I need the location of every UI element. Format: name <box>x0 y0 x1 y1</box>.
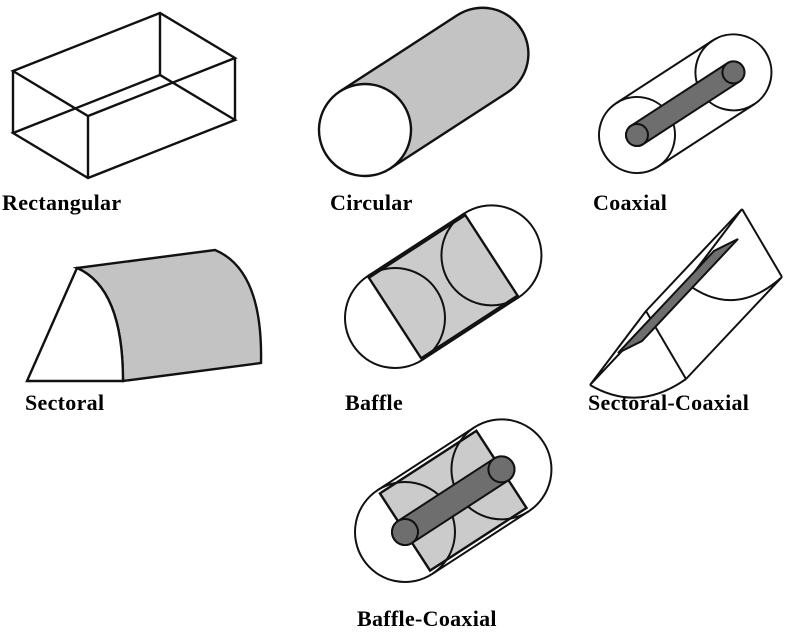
label-sectoral-coaxial: Sectoral-Coaxial <box>588 390 750 415</box>
label-circular: Circular <box>330 190 413 215</box>
inner-rod-far-end <box>721 60 746 85</box>
baffle-plate <box>367 213 520 360</box>
inner-rod-near-end <box>391 518 419 546</box>
baffle-coaxial-waveguide-figure <box>354 418 553 583</box>
sectoral-coaxial-waveguide-figure <box>589 208 783 399</box>
outer-cylinder-walls <box>367 212 520 361</box>
outer-cylinder-near-face <box>344 267 446 369</box>
outer-cylinder-far-face <box>440 204 543 307</box>
label-baffle: Baffle <box>345 390 404 415</box>
wedge-wireframe <box>589 208 783 399</box>
sectoral-waveguide-figure <box>25 248 263 383</box>
circular-waveguide-figure <box>317 6 530 178</box>
label-rectangular: Rectangular <box>2 190 122 215</box>
outer-cylinder-walls <box>615 39 755 168</box>
inner-strip <box>617 238 739 354</box>
coaxial-waveguide-figure <box>598 33 773 174</box>
sector-front-face <box>25 266 125 383</box>
label-sectoral: Sectoral <box>25 390 105 415</box>
rectangular-waveguide-figure <box>10 11 238 180</box>
outer-cylinder-walls <box>377 426 530 575</box>
inner-rod-far-end <box>487 455 516 484</box>
box-wireframe <box>10 11 238 180</box>
baffle-waveguide-figure <box>344 204 543 369</box>
cylinder-front-face <box>317 82 413 178</box>
label-coaxial: Coaxial <box>593 190 668 215</box>
label-baffle-coaxial: Baffle-Coaxial <box>357 606 497 631</box>
inner-rod-near-end <box>625 123 649 147</box>
